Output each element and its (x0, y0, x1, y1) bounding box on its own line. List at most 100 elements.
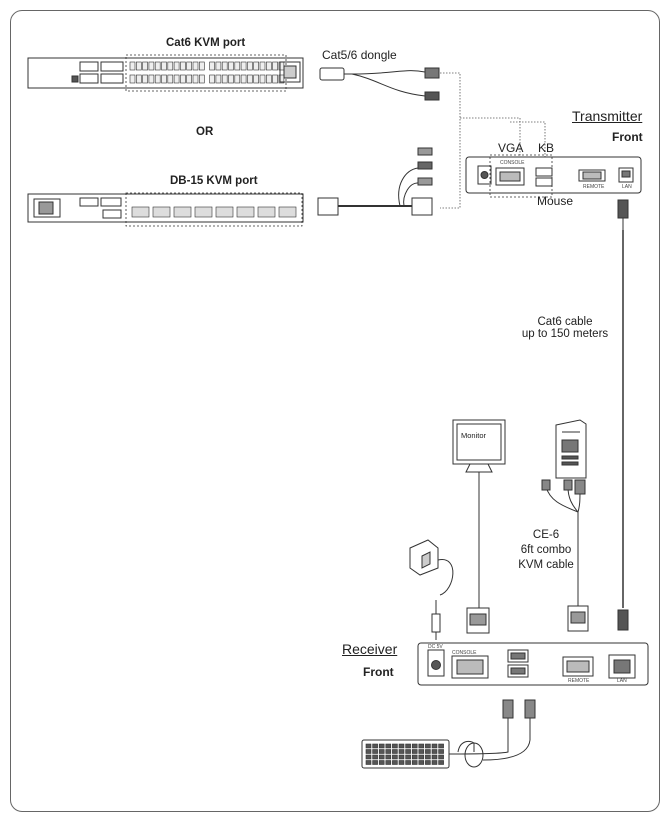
rj45-port (136, 74, 142, 84)
db15-kvm-port-label: DB-15 KVM port (170, 175, 258, 187)
tx-console-mark: CONSOLE (500, 160, 525, 166)
keyboard-key (392, 754, 398, 760)
keyboard-key (392, 760, 398, 765)
keyboard-key (365, 760, 372, 765)
cat5-dongle (319, 67, 440, 101)
rx-dc-mark: DC 5V (428, 644, 443, 650)
keyboard-key (418, 743, 425, 749)
receiver-heading: Receiver (342, 641, 398, 657)
rj45-port (247, 61, 253, 71)
keyboard-key (425, 743, 431, 749)
rj45-port (154, 74, 161, 84)
rj45-port (228, 61, 234, 71)
diagram-frame (10, 10, 660, 812)
dashed-connector-lines (440, 72, 546, 209)
rj45-port (259, 74, 266, 84)
rj45-port (253, 61, 259, 71)
rj45-port (161, 61, 167, 71)
keyboard-key (411, 760, 418, 765)
rj45-port (265, 61, 272, 71)
rj45-port (136, 61, 142, 71)
keyboard-key (372, 743, 378, 749)
keyboard-key (431, 754, 438, 760)
rj45-port (129, 61, 136, 71)
db15-port (278, 206, 297, 218)
db15-port (173, 206, 192, 218)
rj45-port (247, 74, 253, 84)
power-adapter (409, 539, 454, 640)
keyboard-key (411, 743, 418, 749)
keyboard-key (431, 749, 438, 754)
db15-port (257, 206, 276, 218)
db15-port (236, 206, 255, 218)
or-label: OR (196, 126, 214, 138)
keyboard-key (365, 754, 372, 760)
db15-port (152, 206, 171, 218)
keyboard-key (438, 760, 444, 765)
rj45-port (272, 61, 278, 71)
keyboard-key (438, 743, 444, 749)
rj45-port (265, 74, 272, 84)
combo-line2: 6ft combo (520, 544, 572, 556)
rj45-port (192, 61, 199, 71)
rj45-port (209, 74, 215, 84)
keyboard-key (398, 754, 405, 760)
keyboard-key (378, 754, 385, 760)
rj45-port (142, 74, 148, 84)
rj45-port (234, 61, 241, 71)
cat6-cable-label: Cat6 cable up to 150 meters (510, 316, 620, 340)
keyboard-key (398, 743, 405, 749)
keyboard-key (398, 760, 405, 765)
vga-label: VGA (498, 141, 524, 155)
keyboard-key (385, 754, 392, 760)
rx-remote-mark: REMOTE (568, 678, 590, 684)
monitor-label: Monitor (461, 431, 487, 440)
rj45-port (272, 74, 278, 84)
cat6-kvm-switch (27, 54, 304, 92)
keyboard-key (411, 749, 418, 754)
rj45-port (234, 74, 241, 84)
cat6-long-cable (617, 199, 629, 631)
rj45-port (154, 61, 161, 71)
combo-line1: CE-6 (532, 529, 560, 541)
keyboard-key (405, 743, 411, 749)
keyboard-key (365, 743, 372, 749)
rj45-port (192, 74, 199, 84)
keyboard-key (425, 754, 431, 760)
rj45-port (221, 61, 228, 71)
rj45-port (167, 74, 174, 84)
combo-cable-label: CE-6 6ft combo KVM cable (506, 528, 586, 573)
rj45-port (199, 61, 205, 71)
rj45-port (173, 74, 180, 84)
rj45-port (180, 74, 186, 84)
cat6-kvm-port-label: Cat6 KVM port (166, 37, 246, 49)
dongle-label: Cat5/6 dongle (322, 48, 397, 62)
keyboard-key (372, 749, 378, 754)
keyboard-key (365, 749, 372, 754)
mouse-label: Mouse (537, 194, 574, 208)
receiver-front-label: Front (363, 665, 394, 679)
vga-kvm-cable-left (317, 147, 433, 216)
keyboard-key (405, 760, 411, 765)
keyboard-key (378, 743, 385, 749)
keyboard-key (425, 760, 431, 765)
tx-remote-mark: REMOTE (583, 184, 605, 190)
keyboard-key (385, 749, 392, 754)
keyboard-key (418, 749, 425, 754)
keyboard-key (398, 749, 405, 754)
rj45-port (186, 61, 192, 71)
cat6-cable-line2: up to 150 meters (521, 328, 609, 340)
keyboard-key (372, 760, 378, 765)
rj45-port (215, 61, 222, 71)
rj45-port (167, 61, 174, 71)
rj45-port (199, 74, 205, 84)
keyboard-key (411, 754, 418, 760)
rx-console-mark: CONSOLE (452, 650, 477, 656)
keyboard-key (378, 760, 385, 765)
rj45-port (240, 61, 247, 71)
rj45-port (148, 74, 155, 84)
keyboard-key (425, 749, 431, 754)
keyboard-key (418, 754, 425, 760)
combo-line3: KVM cable (518, 559, 574, 571)
